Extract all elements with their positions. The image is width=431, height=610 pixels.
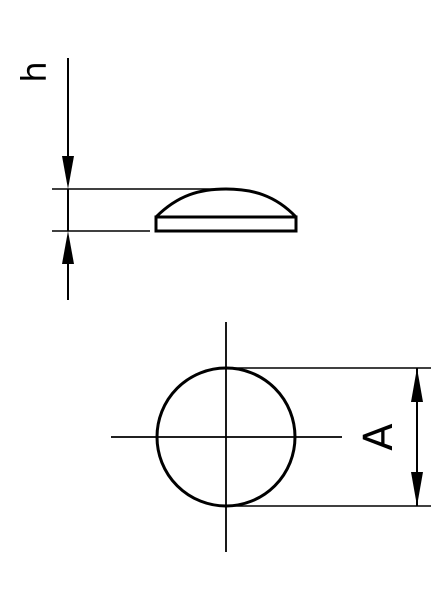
arrow-up (62, 231, 74, 264)
top-view (111, 322, 342, 552)
arrow-a-top (411, 368, 423, 402)
side-view (154, 187, 298, 233)
base-plate (154, 215, 298, 233)
dimension-label-h: h (15, 61, 55, 83)
dimension-label-a: A (356, 423, 402, 451)
diameter-dimension: A (226, 367, 431, 507)
height-dimension: h (15, 58, 230, 300)
arrow-a-bottom (411, 472, 423, 506)
dome-profile (154, 187, 298, 219)
arrow-down (62, 156, 74, 189)
